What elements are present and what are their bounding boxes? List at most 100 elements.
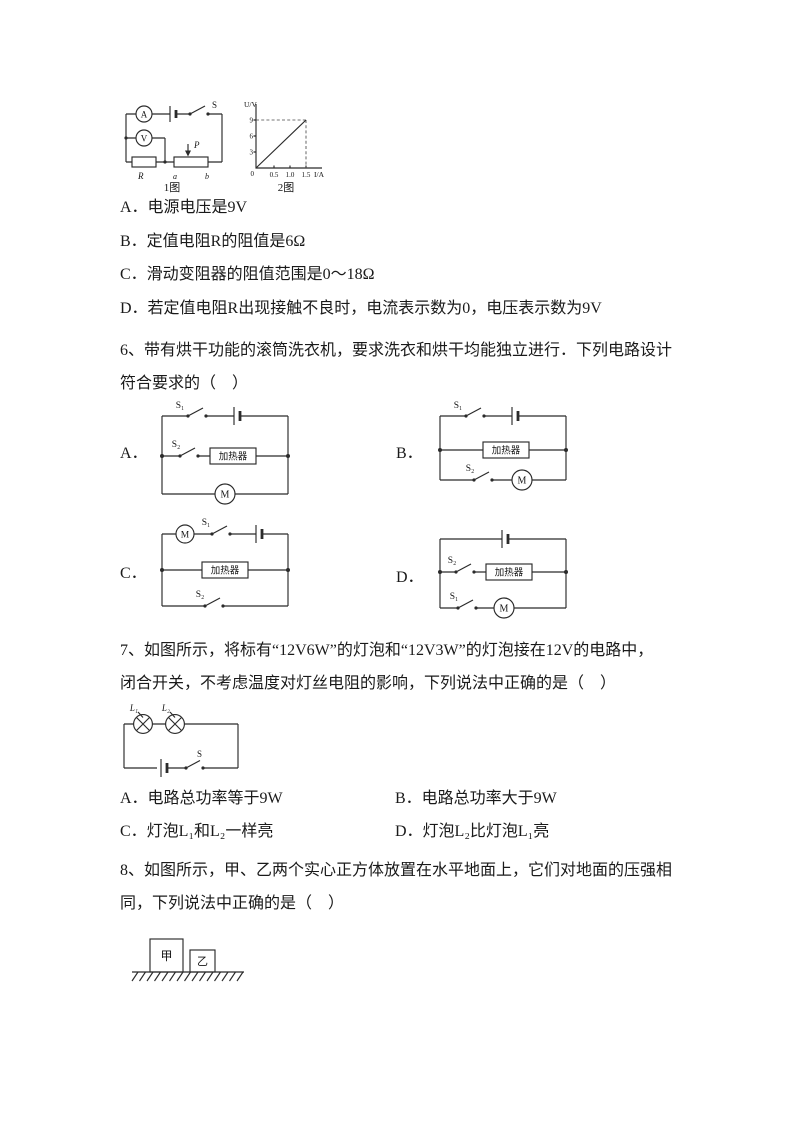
q5-option-a: A．电源电压是9V	[120, 199, 248, 216]
lamp1-label: L₁	[129, 703, 138, 713]
motor-icon: M	[493, 597, 515, 619]
s2-label: S₂	[466, 464, 475, 474]
label-leader-lines	[137, 711, 176, 718]
resistor-icon	[131, 156, 157, 168]
q6-circuit-c: M S₁ 加热器 S₂	[160, 518, 290, 608]
graph-ylabel: U/V	[244, 100, 258, 109]
heater-label: 加热器	[492, 445, 521, 457]
terminal-a-label: a	[173, 172, 177, 181]
figure1-caption: 1图	[164, 181, 181, 194]
q6-stem-line2: 符合要求的（ ）	[120, 375, 249, 392]
ammeter-icon: A	[135, 105, 153, 123]
voltmeter-label: V	[141, 134, 148, 144]
heater-box: 加热器	[209, 447, 257, 465]
q8-stem: 8、如图所示，甲、乙两个实心正方体放置在水平地面上，它们对地面的压强相 同，下列…	[120, 854, 704, 920]
q6-stem: 6、带有烘干功能的滚筒洗衣机，要求洗衣和烘干均能独立进行．下列电路设计 符合要求…	[120, 334, 704, 400]
bulb-l2-icon	[165, 714, 185, 734]
q6-circuit-a: S₁ S₂ 加热器 M	[160, 401, 290, 505]
cube-yi: 乙	[189, 949, 216, 973]
q6-circuit-b: S₁ 加热器 S₂ M	[438, 401, 568, 491]
graph-xtick: 0.5	[270, 171, 279, 179]
q7-stem: 7、如图所示，将标有“12V6W”的灯泡和“12V3W”的灯泡接在12V的电路中…	[120, 634, 704, 700]
switch-s2-icon	[178, 447, 200, 458]
switch-s1-icon	[456, 599, 478, 610]
s2-label: S₂	[448, 556, 457, 566]
s1-label: S₁	[202, 518, 211, 528]
rheostat-icon	[173, 144, 209, 168]
graph-xtick: 1.0	[286, 171, 295, 179]
battery-icon	[160, 759, 169, 777]
q7-option-a: A．电路总功率等于9W	[120, 790, 283, 807]
graph-ytick: 3	[250, 149, 254, 157]
q8-figure: 甲 乙	[131, 938, 244, 982]
ammeter-label: A	[141, 110, 148, 120]
battery-icon	[501, 530, 510, 548]
heater-box: 加热器	[485, 563, 533, 581]
q7-option-c: C．灯泡L₁和L₂一样亮	[120, 823, 274, 840]
s1-label: S₁	[450, 592, 459, 602]
q5-graph: U/V 9 6 3 0 0.5 1.0 1.5 I/A 2图	[244, 100, 325, 194]
q5-figure: A S V R	[118, 98, 330, 194]
q5-circuit-diagram: A S V R	[124, 100, 223, 194]
q5-options: A．电源电压是9V B．定值电阻R的阻值是6Ω C．滑动变阻器的阻值范围是0～1…	[120, 200, 602, 334]
q5-option-b: B．定值电阻R的阻值是6Ω	[120, 232, 306, 250]
terminal-b-label: b	[205, 172, 209, 181]
cube-jia: 甲	[149, 938, 184, 973]
q5-option-d: D．若定值电阻R出现接触不良时，电流表示数为0，电压表示数为9V	[120, 299, 602, 317]
graph-xtick: 1.5	[302, 171, 311, 179]
cube-jia-label: 甲	[160, 949, 172, 963]
s2-label: S₂	[196, 590, 205, 600]
q6-stem-line1: 6、带有烘干功能的滚筒洗衣机，要求洗衣和烘干均能独立进行．下列电路设计	[120, 342, 673, 359]
graph-line	[255, 119, 307, 169]
motor-label: M	[518, 476, 527, 487]
battery-icon	[169, 106, 178, 122]
switch-s1-icon	[210, 525, 232, 536]
junction-dots	[438, 448, 568, 452]
cube-yi-label: 乙	[197, 955, 208, 968]
q7-stem-line1: 7、如图所示，将标有“12V6W”的灯泡和“12V3W”的灯泡接在12V的电路中…	[120, 642, 654, 659]
graph-dashed-guides	[256, 119, 307, 168]
motor-label: M	[221, 490, 230, 501]
switch-s2-icon	[203, 597, 225, 608]
q7-option-d: D．灯泡L₂比灯泡L₁亮	[395, 823, 550, 840]
q6-option-b-label: B．	[396, 445, 423, 462]
switch-label: S	[197, 749, 202, 759]
switch-s1-icon	[464, 407, 486, 418]
motor-label: M	[500, 604, 509, 615]
q6-option-a-label: A．	[120, 445, 148, 462]
q7-circuit: L₁ L₂ S	[123, 703, 239, 777]
circuit-wires	[123, 723, 239, 769]
heater-box: 加热器	[201, 561, 249, 579]
q8-stem-line2: 同，下列说法中正确的是（ ）	[120, 895, 345, 912]
graph-ytick: 6	[250, 133, 254, 141]
voltmeter-icon: V	[135, 129, 153, 147]
junction-dots	[160, 454, 290, 458]
switch-icon	[188, 105, 210, 116]
heater-label: 加热器	[211, 565, 240, 577]
motor-label: M	[181, 531, 190, 541]
s2-label: S₂	[172, 440, 181, 450]
graph-ytick: 9	[250, 117, 254, 125]
junction-dots	[438, 570, 568, 574]
battery-icon	[233, 407, 242, 425]
q7-option-b: B．电路总功率大于9W	[395, 790, 557, 807]
switch-s2-icon	[472, 471, 494, 482]
battery-icon	[511, 407, 520, 425]
switch-label: S	[212, 100, 217, 110]
q8-stem-line1: 8、如图所示，甲、乙两个实心正方体放置在水平地面上，它们对地面的压强相	[120, 862, 673, 879]
graph-xlabel: I/A	[314, 170, 325, 179]
switch-icon	[184, 759, 205, 770]
figure2-caption: 2图	[278, 181, 295, 194]
q5-option-c: C．滑动变阻器的阻值范围是0～18Ω	[120, 266, 375, 283]
q6-circuit-d: S₂ 加热器 S₁ M	[438, 530, 568, 619]
switch-s1-icon	[186, 407, 208, 418]
motor-icon: M	[511, 469, 533, 491]
junction-dots	[124, 136, 167, 164]
lamp2-label: L₂	[161, 703, 170, 713]
slider-label: P	[193, 140, 200, 150]
ground-icon	[131, 971, 244, 982]
heater-box: 加热器	[482, 441, 530, 459]
heater-label: 加热器	[219, 451, 248, 463]
q6-option-c-label: C．	[120, 565, 147, 582]
